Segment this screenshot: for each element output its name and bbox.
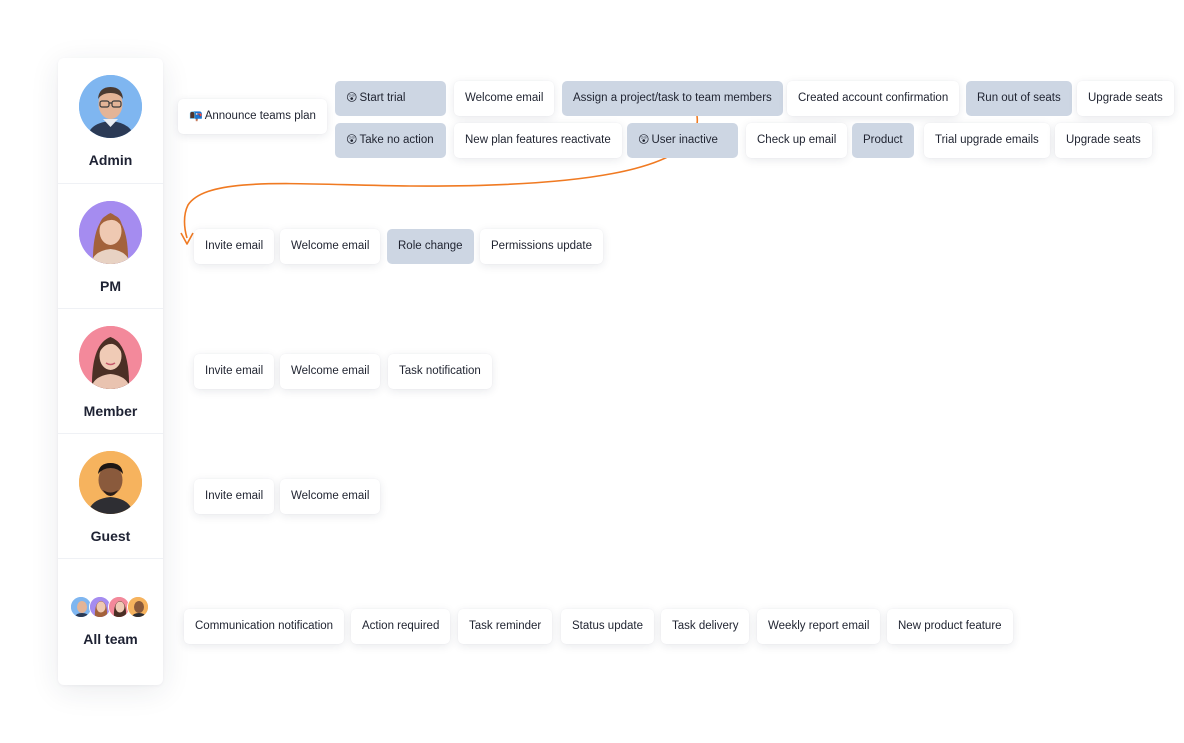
member-avatar	[79, 326, 142, 389]
chip-created-account-confirmation[interactable]: Created account confirmation	[787, 81, 960, 116]
chip-upgrade-seats[interactable]: Upgrade seats	[1077, 81, 1174, 116]
chip-member-invite-email[interactable]: Invite email	[194, 354, 275, 389]
mini-avatar-member	[108, 596, 130, 618]
chip-announce-teams-plan[interactable]: 📭Announce teams plan	[178, 99, 327, 134]
role-name-pm: PM	[100, 278, 121, 294]
chip-communication-notification[interactable]: Communication notification	[184, 609, 345, 644]
chip-pm-welcome-email[interactable]: Welcome email	[280, 229, 381, 264]
chip-guest-invite-email[interactable]: Invite email	[194, 479, 275, 514]
pm-avatar	[79, 201, 142, 264]
chip-guest-welcome-email[interactable]: Welcome email	[280, 479, 381, 514]
chip-trial-upgrade-emails[interactable]: Trial upgrade emails	[924, 123, 1050, 158]
chip-task-reminder[interactable]: Task reminder	[458, 609, 553, 644]
role-guest[interactable]: Guest	[58, 433, 163, 558]
chip-member-task-notification[interactable]: Task notification	[388, 354, 492, 389]
chip-member-welcome-email[interactable]: Welcome email	[280, 354, 381, 389]
chip-pm-invite-email[interactable]: Invite email	[194, 229, 275, 264]
chip-task-delivery[interactable]: Task delivery	[661, 609, 750, 644]
chip-new-plan-features[interactable]: New plan features reactivate	[454, 123, 622, 158]
chip-assign-project[interactable]: Assign a project/task to team members	[562, 81, 783, 116]
chip-take-no-action[interactable]: 😲Take no action	[335, 123, 446, 158]
chip-action-required[interactable]: Action required	[351, 609, 451, 644]
chip-upgrade-seats-2[interactable]: Upgrade seats	[1055, 123, 1152, 158]
chip-pm-permissions-update[interactable]: Permissions update	[480, 229, 603, 264]
role-name-guest: Guest	[90, 528, 131, 544]
guest-avatar	[79, 451, 142, 514]
role-admin[interactable]: Admin	[58, 58, 163, 183]
chip-check-up-email[interactable]: Check up email	[746, 123, 848, 158]
chip-weekly-report-email[interactable]: Weekly report email	[757, 609, 881, 644]
astonished-face-icon: 😲	[346, 92, 358, 104]
mini-avatar-pm	[89, 596, 111, 618]
role-pm[interactable]: PM	[58, 183, 163, 308]
chip-run-out-of-seats[interactable]: Run out of seats	[966, 81, 1072, 116]
role-all-team[interactable]: All team	[58, 558, 163, 685]
mailbox-icon: 📭	[189, 110, 203, 122]
role-name-member: Member	[83, 403, 138, 419]
chip-status-update[interactable]: Status update	[561, 609, 654, 644]
role-member[interactable]: Member	[58, 308, 163, 433]
chip-pm-role-change[interactable]: Role change	[387, 229, 474, 264]
chip-user-inactive[interactable]: 😲User inactive	[627, 123, 738, 158]
chip-product[interactable]: Product	[852, 123, 914, 158]
all-team-avatars	[70, 596, 150, 620]
chip-start-trial[interactable]: 😲Start trial	[335, 81, 446, 116]
chip-welcome-email[interactable]: Welcome email	[454, 81, 555, 116]
roles-sidebar: Admin PM Member	[58, 58, 163, 685]
chip-new-product-feature[interactable]: New product feature	[887, 609, 1013, 644]
astonished-face-icon: 😲	[346, 134, 358, 146]
astonished-face-icon: 😲	[638, 134, 650, 146]
mini-avatar-guest	[127, 596, 149, 618]
admin-avatar	[79, 75, 142, 138]
role-name-all-team: All team	[83, 631, 138, 647]
role-name-admin: Admin	[88, 152, 133, 168]
